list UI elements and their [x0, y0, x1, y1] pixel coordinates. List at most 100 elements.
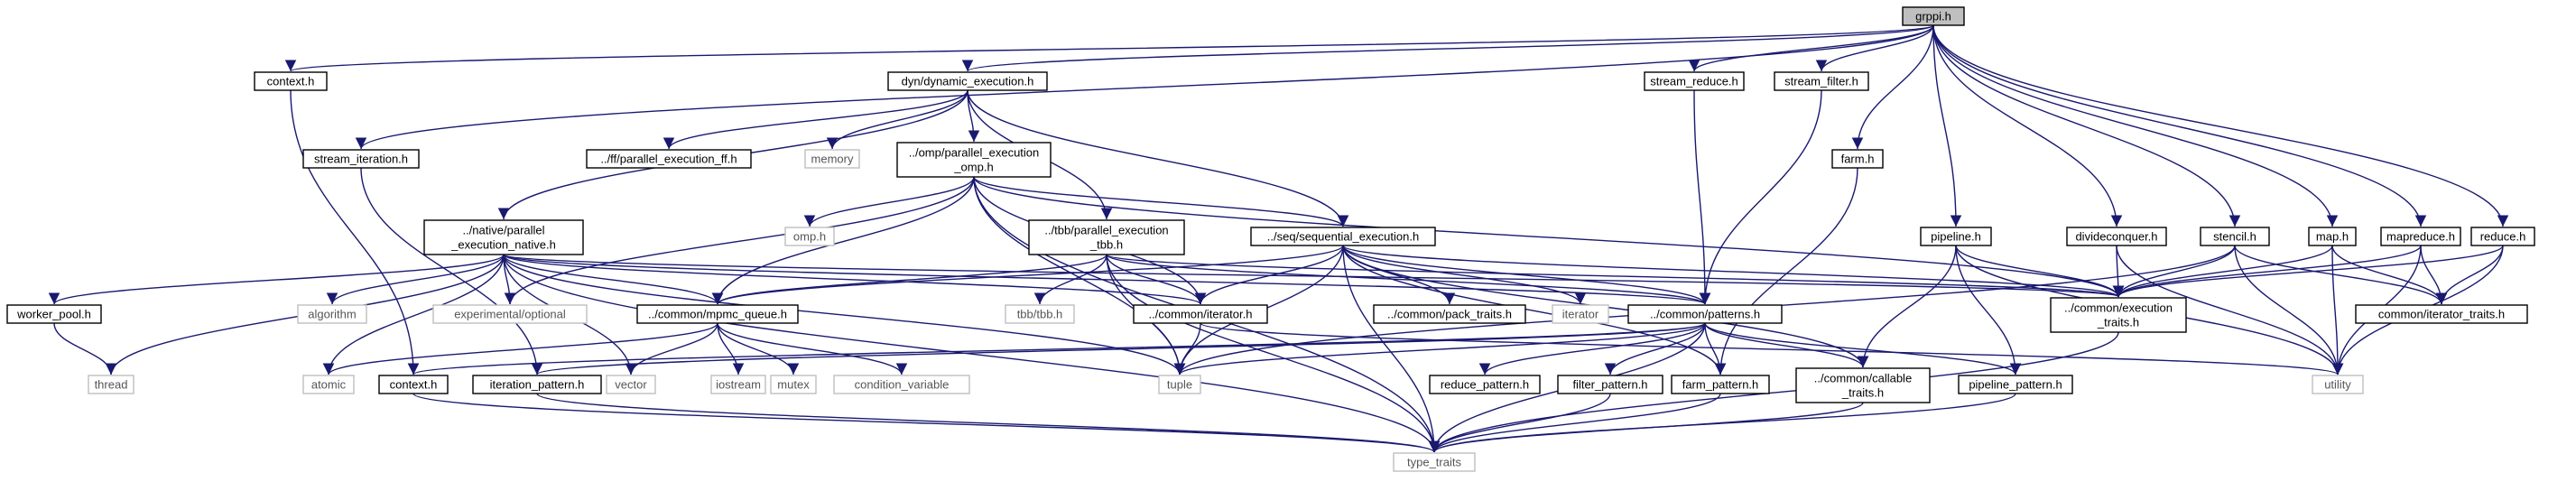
- node-map[interactable]: map.h: [2308, 227, 2357, 246]
- edge: [2234, 245, 2448, 305]
- node-iterator-sys: iterator: [1552, 304, 1609, 324]
- edge-grppi-to-pipeline: [1932, 24, 1962, 227]
- node-pack-traits[interactable]: ../common/pack_traits.h: [1373, 304, 1526, 324]
- edge: [2420, 245, 2448, 305]
- edge: [967, 89, 1349, 227]
- node-box: [302, 149, 420, 169]
- node-mpmc[interactable]: ../common/mpmc_queue.h: [636, 304, 799, 324]
- node-seq[interactable]: ../seq/sequential_execution.h: [1250, 227, 1436, 246]
- node-stream-filter[interactable]: stream_filter.h: [1774, 71, 1869, 91]
- node-memory: memory: [804, 149, 860, 169]
- edge: [1604, 322, 1706, 375]
- edge: [973, 176, 1186, 375]
- node-reduce[interactable]: reduce.h: [2470, 227, 2535, 246]
- node-farm-pattern[interactable]: farm_pattern.h: [1671, 375, 1770, 394]
- node-iteration-pattern[interactable]: iteration_pattern.h: [472, 375, 602, 394]
- edge: [1932, 24, 2427, 227]
- node-iter-traits[interactable]: common/iterator_traits.h: [2355, 304, 2528, 324]
- edge-native-to-algorithm: [326, 254, 505, 305]
- node-label: memory: [811, 153, 854, 166]
- edge-exec_traits-to-type_traits: [1428, 331, 2119, 453]
- edge: [1428, 331, 2119, 453]
- edge: [711, 176, 975, 305]
- node-stream-iteration[interactable]: stream_iteration.h: [302, 149, 420, 169]
- node-box: [254, 71, 328, 91]
- node-farm[interactable]: farm.h: [1831, 149, 1884, 169]
- node-mapreduce[interactable]: mapreduce.h: [2380, 227, 2461, 246]
- node-box: [2066, 227, 2167, 246]
- edge: [1342, 245, 1587, 305]
- edge: [1106, 254, 1207, 305]
- edge: [1428, 393, 1721, 453]
- node-box: [302, 375, 355, 394]
- edge: [1955, 245, 2125, 298]
- node-exec-traits[interactable]: ../common/execution_traits.h: [2050, 297, 2187, 333]
- edge-omp-to-seq: [973, 176, 1349, 227]
- node-pipeline-pattern[interactable]: pipeline_pattern.h: [1958, 375, 2073, 394]
- edge-native-to-atomic: [322, 254, 505, 375]
- edge-tbb-to-iterator_h: [1106, 254, 1207, 305]
- node-box: [1902, 6, 1965, 26]
- edge-context_top-to-context_common: [290, 89, 420, 375]
- node-box: [1373, 304, 1526, 324]
- node-patterns[interactable]: ../common/patterns.h: [1627, 304, 1783, 324]
- node-utility: utility: [2312, 375, 2364, 394]
- node-label: pipeline_pattern.h: [1969, 378, 2062, 392]
- node-label: atomic: [311, 378, 347, 392]
- edge-map-to-iter_traits: [2331, 245, 2448, 305]
- node-label: utility: [2324, 378, 2351, 392]
- edge-seq-to-farm_pattern: [1342, 245, 1727, 375]
- node-filter-pattern[interactable]: filter_pattern.h: [1557, 375, 1663, 394]
- edge-map-to-exec_traits: [2112, 245, 2333, 298]
- node-box: [833, 375, 970, 394]
- node-grppi[interactable]: grppi.h: [1902, 6, 1965, 26]
- node-box: [1552, 304, 1609, 324]
- node-callable[interactable]: ../common/callable_traits.h: [1795, 367, 1931, 403]
- node-worker-pool[interactable]: worker_pool.h: [6, 304, 102, 324]
- edge-omp-to-omp_sys: [803, 176, 975, 227]
- node-label: _traits.h: [1841, 386, 1884, 400]
- node-box: [2355, 304, 2528, 324]
- node-reduce-pattern[interactable]: reduce_pattern.h: [1429, 375, 1541, 394]
- node-omp[interactable]: ../omp/parallel_execution_omp.h: [896, 142, 1052, 178]
- edge: [503, 254, 1710, 305]
- node-optional: experimental/optional: [432, 304, 588, 324]
- edge-grppi-to-dyn: [962, 24, 1934, 72]
- node-label: type_traits: [1407, 456, 1461, 469]
- node-dyn[interactable]: dyn/dynamic_execution.h: [887, 71, 1048, 91]
- node-box: [1557, 375, 1663, 394]
- edge: [322, 322, 718, 375]
- edge: [1342, 245, 1711, 305]
- node-iterator-h[interactable]: ../common/iterator.h: [1133, 304, 1268, 324]
- node-box: [1133, 304, 1268, 324]
- node-tbb[interactable]: ../tbb/parallel_execution_tbb.h: [1028, 219, 1185, 255]
- edge-native-to-patterns: [503, 254, 1710, 305]
- edge-patterns-to-reduce_pattern: [1478, 322, 1706, 375]
- node-native[interactable]: ../native/parallel_execution_native.h: [423, 219, 584, 255]
- node-stream-reduce[interactable]: stream_reduce.h: [1644, 71, 1745, 91]
- edge-patterns-to-farm_pattern: [1704, 322, 1727, 375]
- node-pipeline[interactable]: pipeline.h: [1920, 227, 1992, 246]
- node-box: [1627, 304, 1783, 324]
- edge: [1200, 322, 2343, 375]
- node-context-common[interactable]: context.h: [378, 375, 449, 394]
- edge: [1704, 322, 2022, 375]
- edge-tbb-to-mpmc: [711, 254, 1107, 305]
- node-divideconquer[interactable]: divideconquer.h: [2066, 227, 2167, 246]
- node-box: [2050, 297, 2187, 333]
- edge: [1342, 245, 1727, 375]
- node-tbb-sys: tbb/tbb.h: [1005, 304, 1075, 324]
- edge-seq-to-iterator_sys: [1342, 245, 1587, 305]
- node-box: [472, 375, 602, 394]
- node-stencil[interactable]: stencil.h: [2200, 227, 2270, 246]
- edge-seq-to-mpmc: [712, 245, 1344, 305]
- edge: [2331, 245, 2448, 305]
- edge-stream_reduce-to-patterns: [1693, 89, 1711, 305]
- node-label: ../native/parallel: [462, 224, 544, 237]
- node-label: _execution_native.h: [450, 238, 556, 252]
- node-ff[interactable]: ../ff/parallel_execution_ff.h: [586, 149, 752, 169]
- edge-patterns-to-context_common: [408, 322, 1706, 375]
- node-context-top[interactable]: context.h: [254, 71, 328, 91]
